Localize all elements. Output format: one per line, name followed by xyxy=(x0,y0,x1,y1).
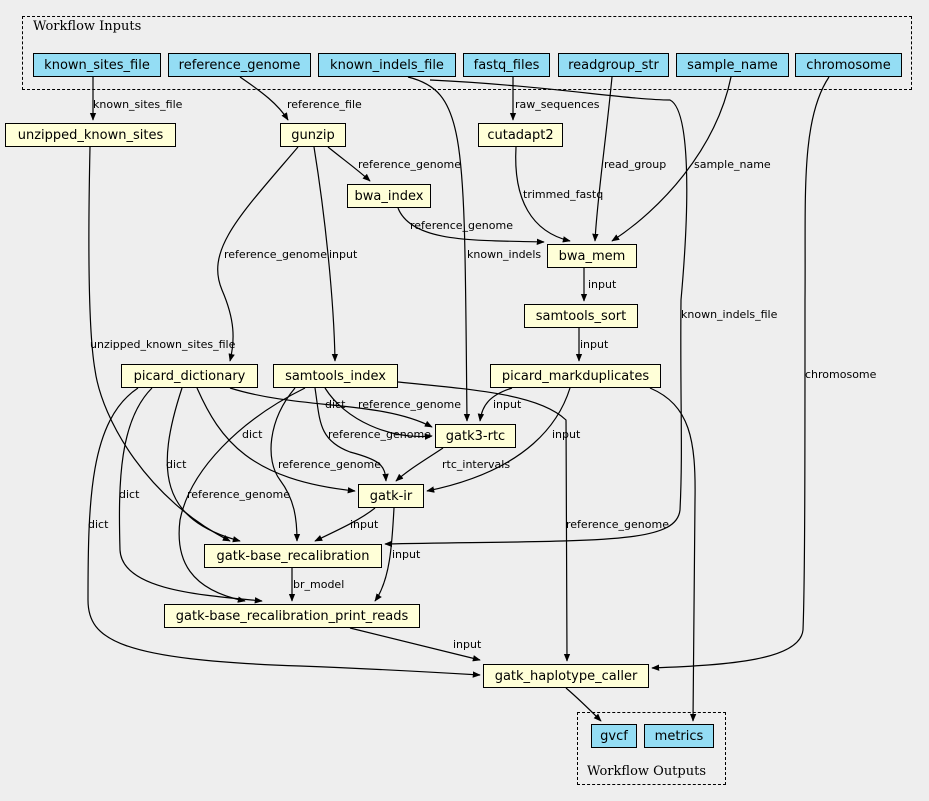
edge-label-picard-dictionary-to-gatk-base-recalibration-print-reads: dict xyxy=(119,488,140,501)
edge-label-samtools-index-to-gatk-ir: reference_genome xyxy=(328,428,431,441)
edge-samtools-index-to-gatk-haplotype-caller xyxy=(397,381,571,662)
edge-label-samtools-index-to-gatk-haplotype-caller: reference_genome xyxy=(566,518,669,531)
edge-picard-markduplicates-to-gatk-ir xyxy=(426,387,571,493)
step-node-gatk-ir[interactable]: gatk-ir xyxy=(358,484,424,508)
edge-gunzip-to-picard-dictionary xyxy=(217,146,299,362)
edge-gatk-base-recalibration-print-reads-to-gatk-haplotype-caller xyxy=(349,627,481,662)
edge-label-samtools-sort-to-picard-markduplicates: input xyxy=(580,338,609,351)
edge-label-picard-dictionary-to-gatk-haplotype-caller: dict xyxy=(88,518,109,531)
edge-known-indels-file-to-gatk-base-recalibration xyxy=(384,79,688,548)
step-node-gatk-base-recalibration-print-reads[interactable]: gatk-base_recalibration_print_reads xyxy=(164,604,420,628)
workflow-outputs-cluster xyxy=(577,712,726,785)
edge-bwa-index-to-bwa-mem xyxy=(397,207,545,245)
edge-label-gunzip-to-bwa-index: reference_genome xyxy=(358,158,461,171)
edge-label-sample-name-to-bwa-mem: sample_name xyxy=(694,158,771,171)
workflow-inputs-label: Workflow Inputs xyxy=(33,19,142,34)
step-node-gatk-base-recalibration[interactable]: gatk-base_recalibration xyxy=(204,544,382,568)
edge-label-picard-markduplicates-to-gatk-ir: input xyxy=(552,428,581,441)
edge-gunzip-to-bwa-index xyxy=(327,146,371,182)
edge-label-gatk-base-recalibration-to-gatk-base-recalibration-print-reads: br_model xyxy=(293,578,344,591)
edge-picard-markduplicates-to-gatk3-rtc xyxy=(477,387,513,422)
edge-label-bwa-mem-to-samtools-sort: input xyxy=(588,278,617,291)
edge-cutadapt2-to-bwa-mem xyxy=(515,146,571,243)
edge-picard-dictionary-to-gatk3-rtc xyxy=(229,387,433,428)
edge-label-known-sites-file-to-unzipped-known-sites: known_sites_file xyxy=(93,98,183,111)
step-node-samtools-index[interactable]: samtools_index xyxy=(273,364,398,388)
edge-samtools-index-to-gatk-ir xyxy=(314,387,389,482)
step-node-picard-markduplicates[interactable]: picard_markduplicates xyxy=(490,364,661,388)
edge-label-gatk3-rtc-to-gatk-ir: rtc_intervals xyxy=(442,458,510,471)
input-node-chromosome[interactable]: chromosome xyxy=(795,53,902,77)
edge-label-unzipped-known-sites-to-gatk-base-recalibration: unzipped_known_sites_file xyxy=(90,338,236,351)
step-node-bwa-index[interactable]: bwa_index xyxy=(347,184,431,208)
edge-gatk-ir-to-gatk-base-recalibration xyxy=(314,507,376,542)
step-node-cutadapt2[interactable]: cutadapt2 xyxy=(478,123,563,147)
edge-label-gatk-base-recalibration-print-reads-to-gatk-haplotype-caller: input xyxy=(453,638,482,651)
edge-gunzip-to-samtools-index xyxy=(313,146,339,362)
edge-known-indels-file-to-gatk3-rtc xyxy=(407,76,471,422)
edge-samtools-index-to-gatk3-rtc xyxy=(324,387,433,440)
edge-label-picard-dictionary-to-gatk3-rtc: dict xyxy=(325,398,346,411)
edge-label-gunzip-to-picard-dictionary: reference_genome xyxy=(224,248,327,261)
edge-label-chromosome-to-gatk-haplotype-caller: chromosome xyxy=(805,368,877,381)
edge-label-fastq-files-to-cutadapt2: raw_sequences xyxy=(515,98,600,111)
output-node-metrics[interactable]: metrics xyxy=(644,724,714,748)
edge-gatk3-rtc-to-gatk-ir xyxy=(395,447,444,482)
workflow-outputs-label: Workflow Outputs xyxy=(587,764,706,779)
edge-label-bwa-index-to-bwa-mem: reference_genome xyxy=(410,219,513,232)
input-node-known-indels-file[interactable]: known_indels_file xyxy=(318,53,456,77)
step-node-bwa-mem[interactable]: bwa_mem xyxy=(547,244,637,268)
input-node-fastq-files[interactable]: fastq_files xyxy=(463,53,550,77)
edge-gatk-ir-to-gatk-base-recalibration-print-reads xyxy=(374,507,395,602)
input-node-known-sites-file[interactable]: known_sites_file xyxy=(33,53,161,77)
edge-gatk-haplotype-caller-to-gvcf xyxy=(565,687,602,722)
input-node-readgroup-str[interactable]: readgroup_str xyxy=(558,53,669,77)
step-node-gatk-haplotype-caller[interactable]: gatk_haplotype_caller xyxy=(483,664,649,688)
edge-label-samtools-index-to-gatk3-rtc: reference_genome xyxy=(358,398,461,411)
edge-samtools-index-to-gatk-base-recalibration xyxy=(270,387,301,542)
edge-label-samtools-index-to-gatk-base-recalibration: reference_genome xyxy=(278,458,381,471)
step-node-gunzip[interactable]: gunzip xyxy=(280,123,346,147)
input-node-sample-name[interactable]: sample_name xyxy=(676,53,789,77)
step-node-samtools-sort[interactable]: samtools_sort xyxy=(524,304,638,328)
step-node-gatk3-rtc[interactable]: gatk3-rtc xyxy=(435,424,516,448)
edge-picard-dictionary-to-gatk-ir xyxy=(196,387,356,494)
edge-picard-markduplicates-to-metrics xyxy=(649,387,697,722)
edge-label-picard-dictionary-to-gatk-ir: dict xyxy=(242,428,263,441)
edge-picard-dictionary-to-gatk-haplotype-caller xyxy=(87,387,481,678)
edge-label-readgroup-str-to-bwa-mem: read_group xyxy=(604,158,666,171)
input-node-reference-genome[interactable]: reference_genome xyxy=(168,53,311,77)
edge-samtools-index-to-gatk-base-recalibration-print-reads xyxy=(178,387,306,603)
edge-label-gunzip-to-samtools-index: input xyxy=(329,248,358,261)
edge-picard-dictionary-to-gatk-base-recalibration xyxy=(166,387,241,543)
edge-sample-name-to-bwa-mem xyxy=(611,76,732,242)
edge-reference-genome-to-gunzip xyxy=(239,76,289,121)
edge-label-gatk-ir-to-gatk-base-recalibration-print-reads: input xyxy=(392,548,421,561)
edge-label-picard-dictionary-to-gatk-base-recalibration: dict xyxy=(166,458,187,471)
edge-picard-dictionary-to-gatk-base-recalibration-print-reads xyxy=(118,387,263,604)
edge-chromosome-to-gatk-haplotype-caller xyxy=(651,76,830,671)
workflow-inputs-cluster xyxy=(22,16,912,90)
edge-label-known-indels-file-to-gatk-base-recalibration: known_indels_file xyxy=(681,308,778,321)
edge-label-cutadapt2-to-bwa-mem: trimmed_fastq xyxy=(523,188,603,201)
step-node-picard-dictionary[interactable]: picard_dictionary xyxy=(121,364,258,388)
edge-readgroup-str-to-bwa-mem xyxy=(592,76,613,242)
edge-label-picard-markduplicates-to-gatk3-rtc: input xyxy=(493,398,522,411)
step-node-unzipped-known-sites[interactable]: unzipped_known_sites xyxy=(5,123,176,147)
edge-label-reference-genome-to-gunzip: reference_file xyxy=(287,98,362,111)
output-node-gvcf[interactable]: gvcf xyxy=(591,724,637,748)
edge-label-known-indels-file-to-gatk3-rtc: known_indels xyxy=(467,248,541,261)
edge-unzipped-known-sites-to-gatk-base-recalibration xyxy=(88,146,231,542)
edge-label-samtools-index-to-gatk-base-recalibration-print-reads: reference_genome xyxy=(187,488,290,501)
edge-label-gatk-ir-to-gatk-base-recalibration: input xyxy=(350,518,379,531)
